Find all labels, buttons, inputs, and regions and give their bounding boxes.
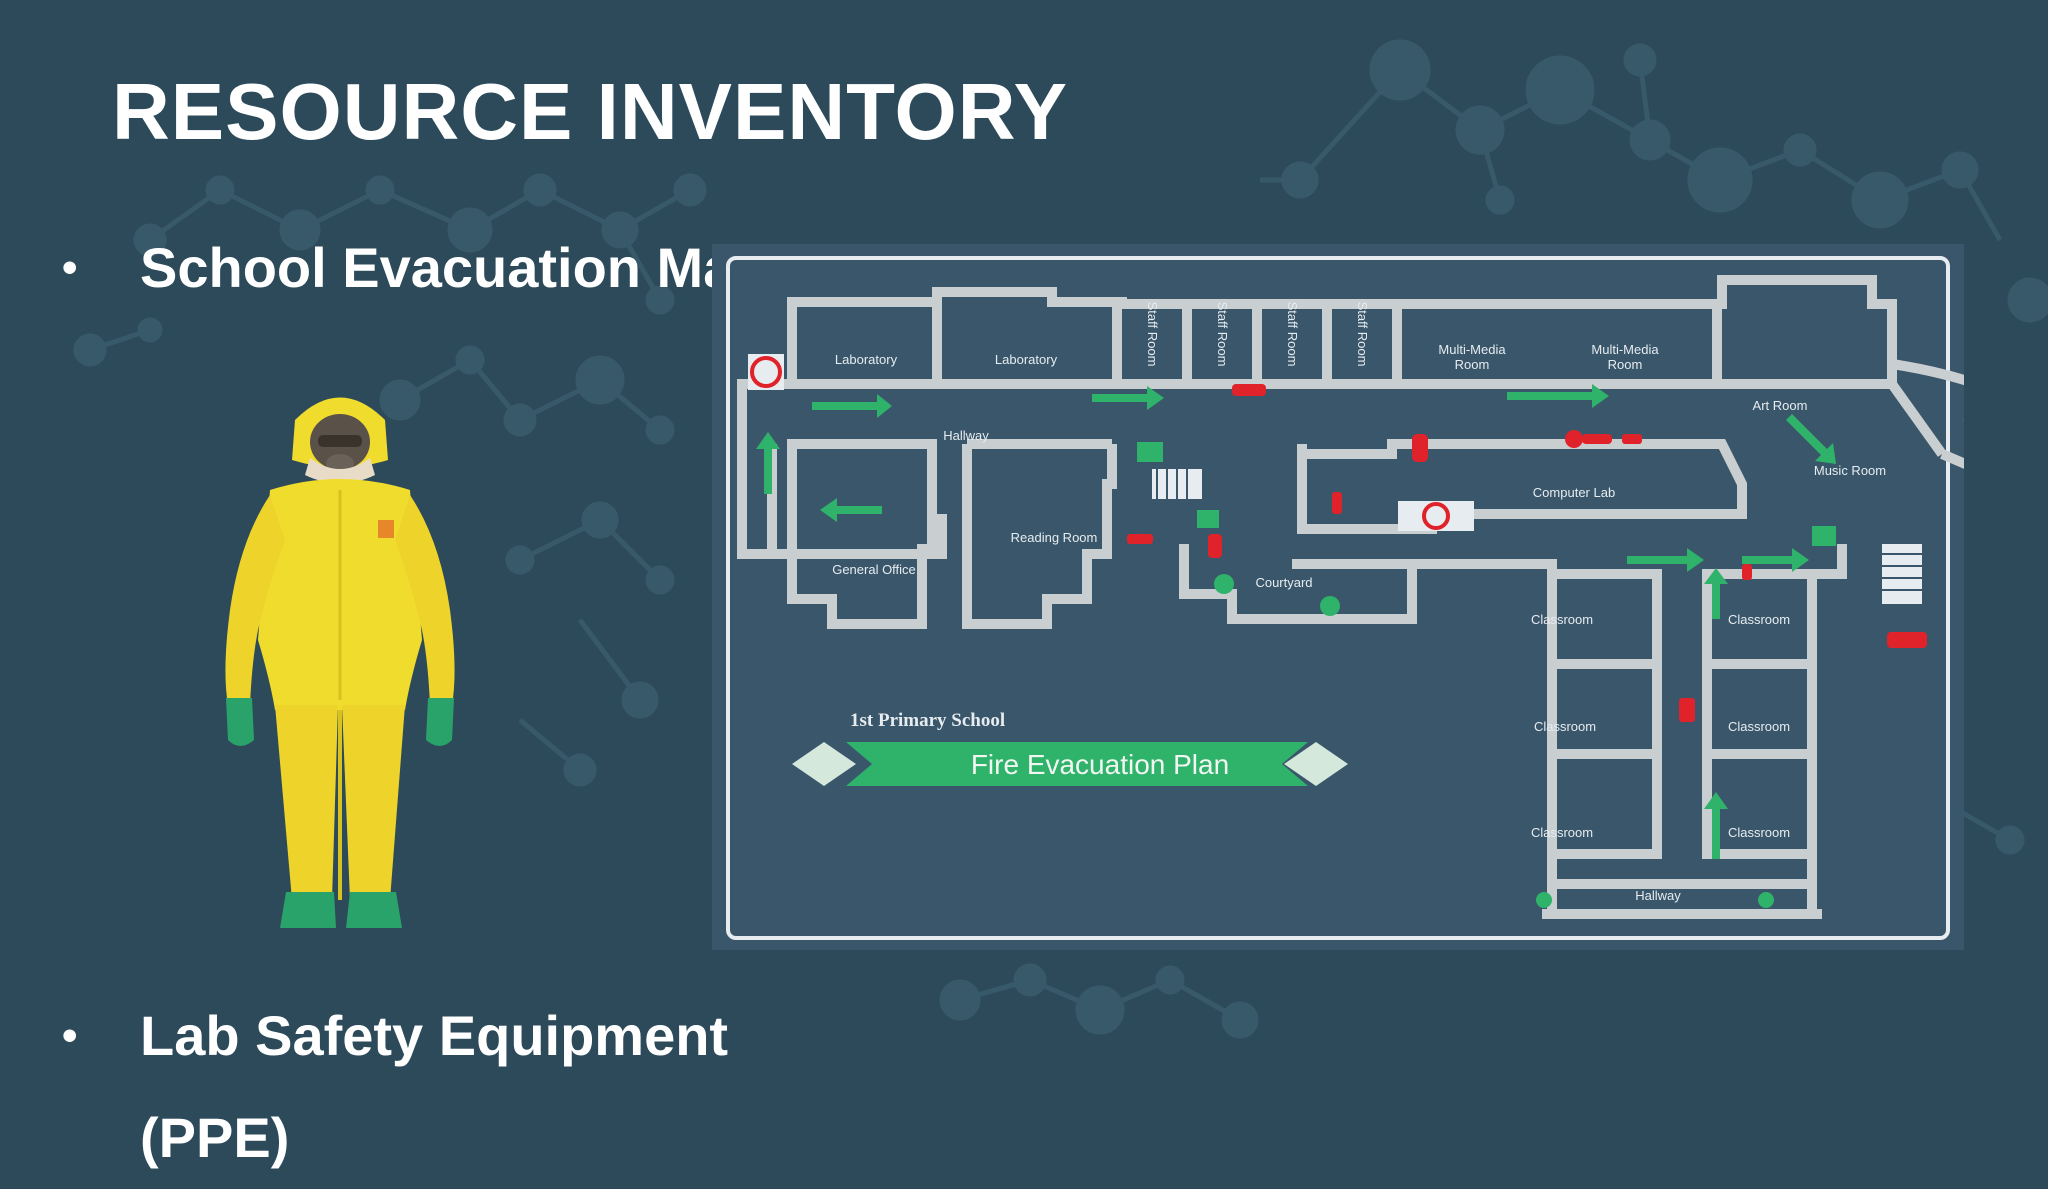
room-label: Classroom: [1534, 719, 1596, 734]
fire-evacuation-banner: [846, 742, 1308, 786]
floor-plan: Laboratory Laboratory Staff Room Staff R…: [726, 256, 1964, 940]
bullet-dot: •: [62, 243, 78, 292]
room-label: Classroom: [1728, 825, 1790, 840]
room-label: Art Room: [1753, 398, 1808, 413]
no-elevator-icon: [748, 354, 1474, 531]
bullet-text: School Evacuation Map: [140, 236, 769, 299]
banner-text: Fire Evacuation Plan: [971, 749, 1229, 780]
room-label: Laboratory: [995, 352, 1058, 367]
room-label: Laboratory: [835, 352, 898, 367]
room-label: Reading Room: [1011, 530, 1098, 545]
emergency-exit-icon: [1137, 442, 1836, 546]
room-label: Staff Room: [1355, 302, 1370, 367]
fire-extinguisher-icon: [1127, 384, 1927, 722]
bullet-text: Lab Safety Equipment (PPE): [140, 1004, 729, 1169]
room-label: Music Room: [1814, 463, 1886, 478]
banner-diamond-right: [1284, 742, 1348, 786]
room-label: Hallway: [1635, 888, 1681, 903]
room-label: General Office: [832, 562, 916, 577]
room-label: Classroom: [1728, 719, 1790, 734]
room-label: Staff Room: [1215, 302, 1230, 367]
hazmat-suit-image: [225, 397, 455, 928]
evacuation-map-panel: Laboratory Laboratory Staff Room Staff R…: [712, 244, 1964, 950]
bullet-dot: •: [62, 1011, 78, 1060]
room-label: Classroom: [1728, 612, 1790, 627]
school-name: 1st Primary School: [850, 710, 1005, 731]
evacuation-route-arrow: [756, 384, 1836, 859]
background-molecule-pattern: [73, 39, 2048, 1039]
room-label: Classroom: [1531, 612, 1593, 627]
room-label: Classroom: [1531, 825, 1593, 840]
room-label: Staff Room: [1145, 302, 1160, 367]
room-label: Computer Lab: [1533, 485, 1615, 500]
banner-diamond-left: [792, 742, 856, 786]
room-label: Staff Room: [1285, 302, 1300, 367]
room-label: Hallway: [943, 428, 989, 443]
room-label: Room: [1608, 357, 1643, 372]
room-label: Multi-Media: [1591, 342, 1659, 357]
assembly-point-icon: [1214, 574, 1774, 908]
slide-title: RESOURCE INVENTORY: [112, 67, 1068, 156]
room-label: Room: [1455, 357, 1490, 372]
room-label: Multi-Media: [1438, 342, 1506, 357]
room-label: Courtyard: [1255, 575, 1312, 590]
